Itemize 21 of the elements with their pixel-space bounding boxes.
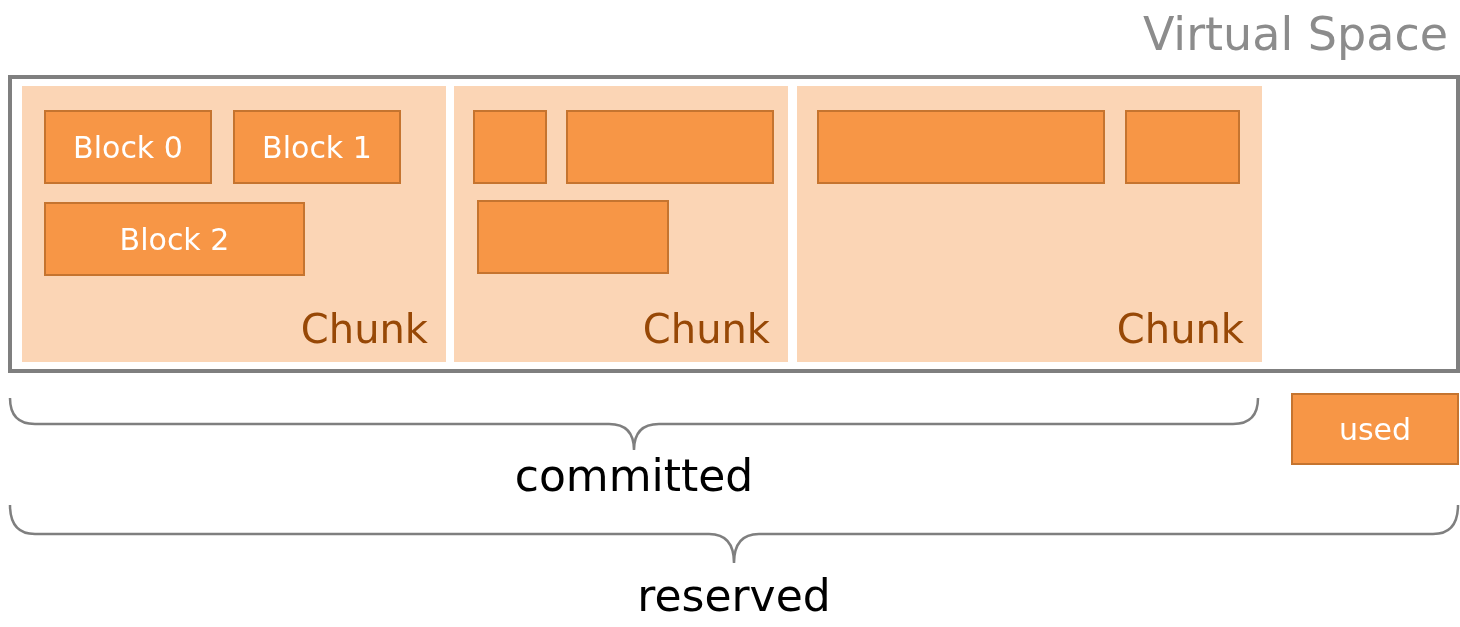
brace-label: committed bbox=[513, 450, 755, 501]
block-box bbox=[477, 200, 669, 274]
block-box bbox=[233, 110, 401, 184]
chunk-label: Chunk bbox=[300, 306, 428, 352]
block-box bbox=[44, 110, 212, 184]
block-label: Block 0 bbox=[73, 129, 183, 165]
block-label: Block 1 bbox=[262, 129, 372, 165]
chunk-area bbox=[22, 86, 446, 362]
block-box bbox=[44, 202, 305, 276]
block-label: Block 2 bbox=[119, 221, 230, 257]
block-box bbox=[473, 110, 547, 184]
title-text: Virtual Space bbox=[1142, 7, 1448, 61]
block-box bbox=[817, 110, 1105, 184]
chunk-label: Chunk bbox=[642, 306, 770, 352]
block-box bbox=[566, 110, 774, 184]
legend-label: used bbox=[1338, 411, 1412, 447]
chunk-area bbox=[797, 86, 1262, 362]
chunk-label: Chunk bbox=[1116, 306, 1244, 352]
chunk-area bbox=[454, 86, 788, 362]
block-box bbox=[1125, 110, 1240, 184]
brace-label: reserved bbox=[636, 570, 832, 621]
